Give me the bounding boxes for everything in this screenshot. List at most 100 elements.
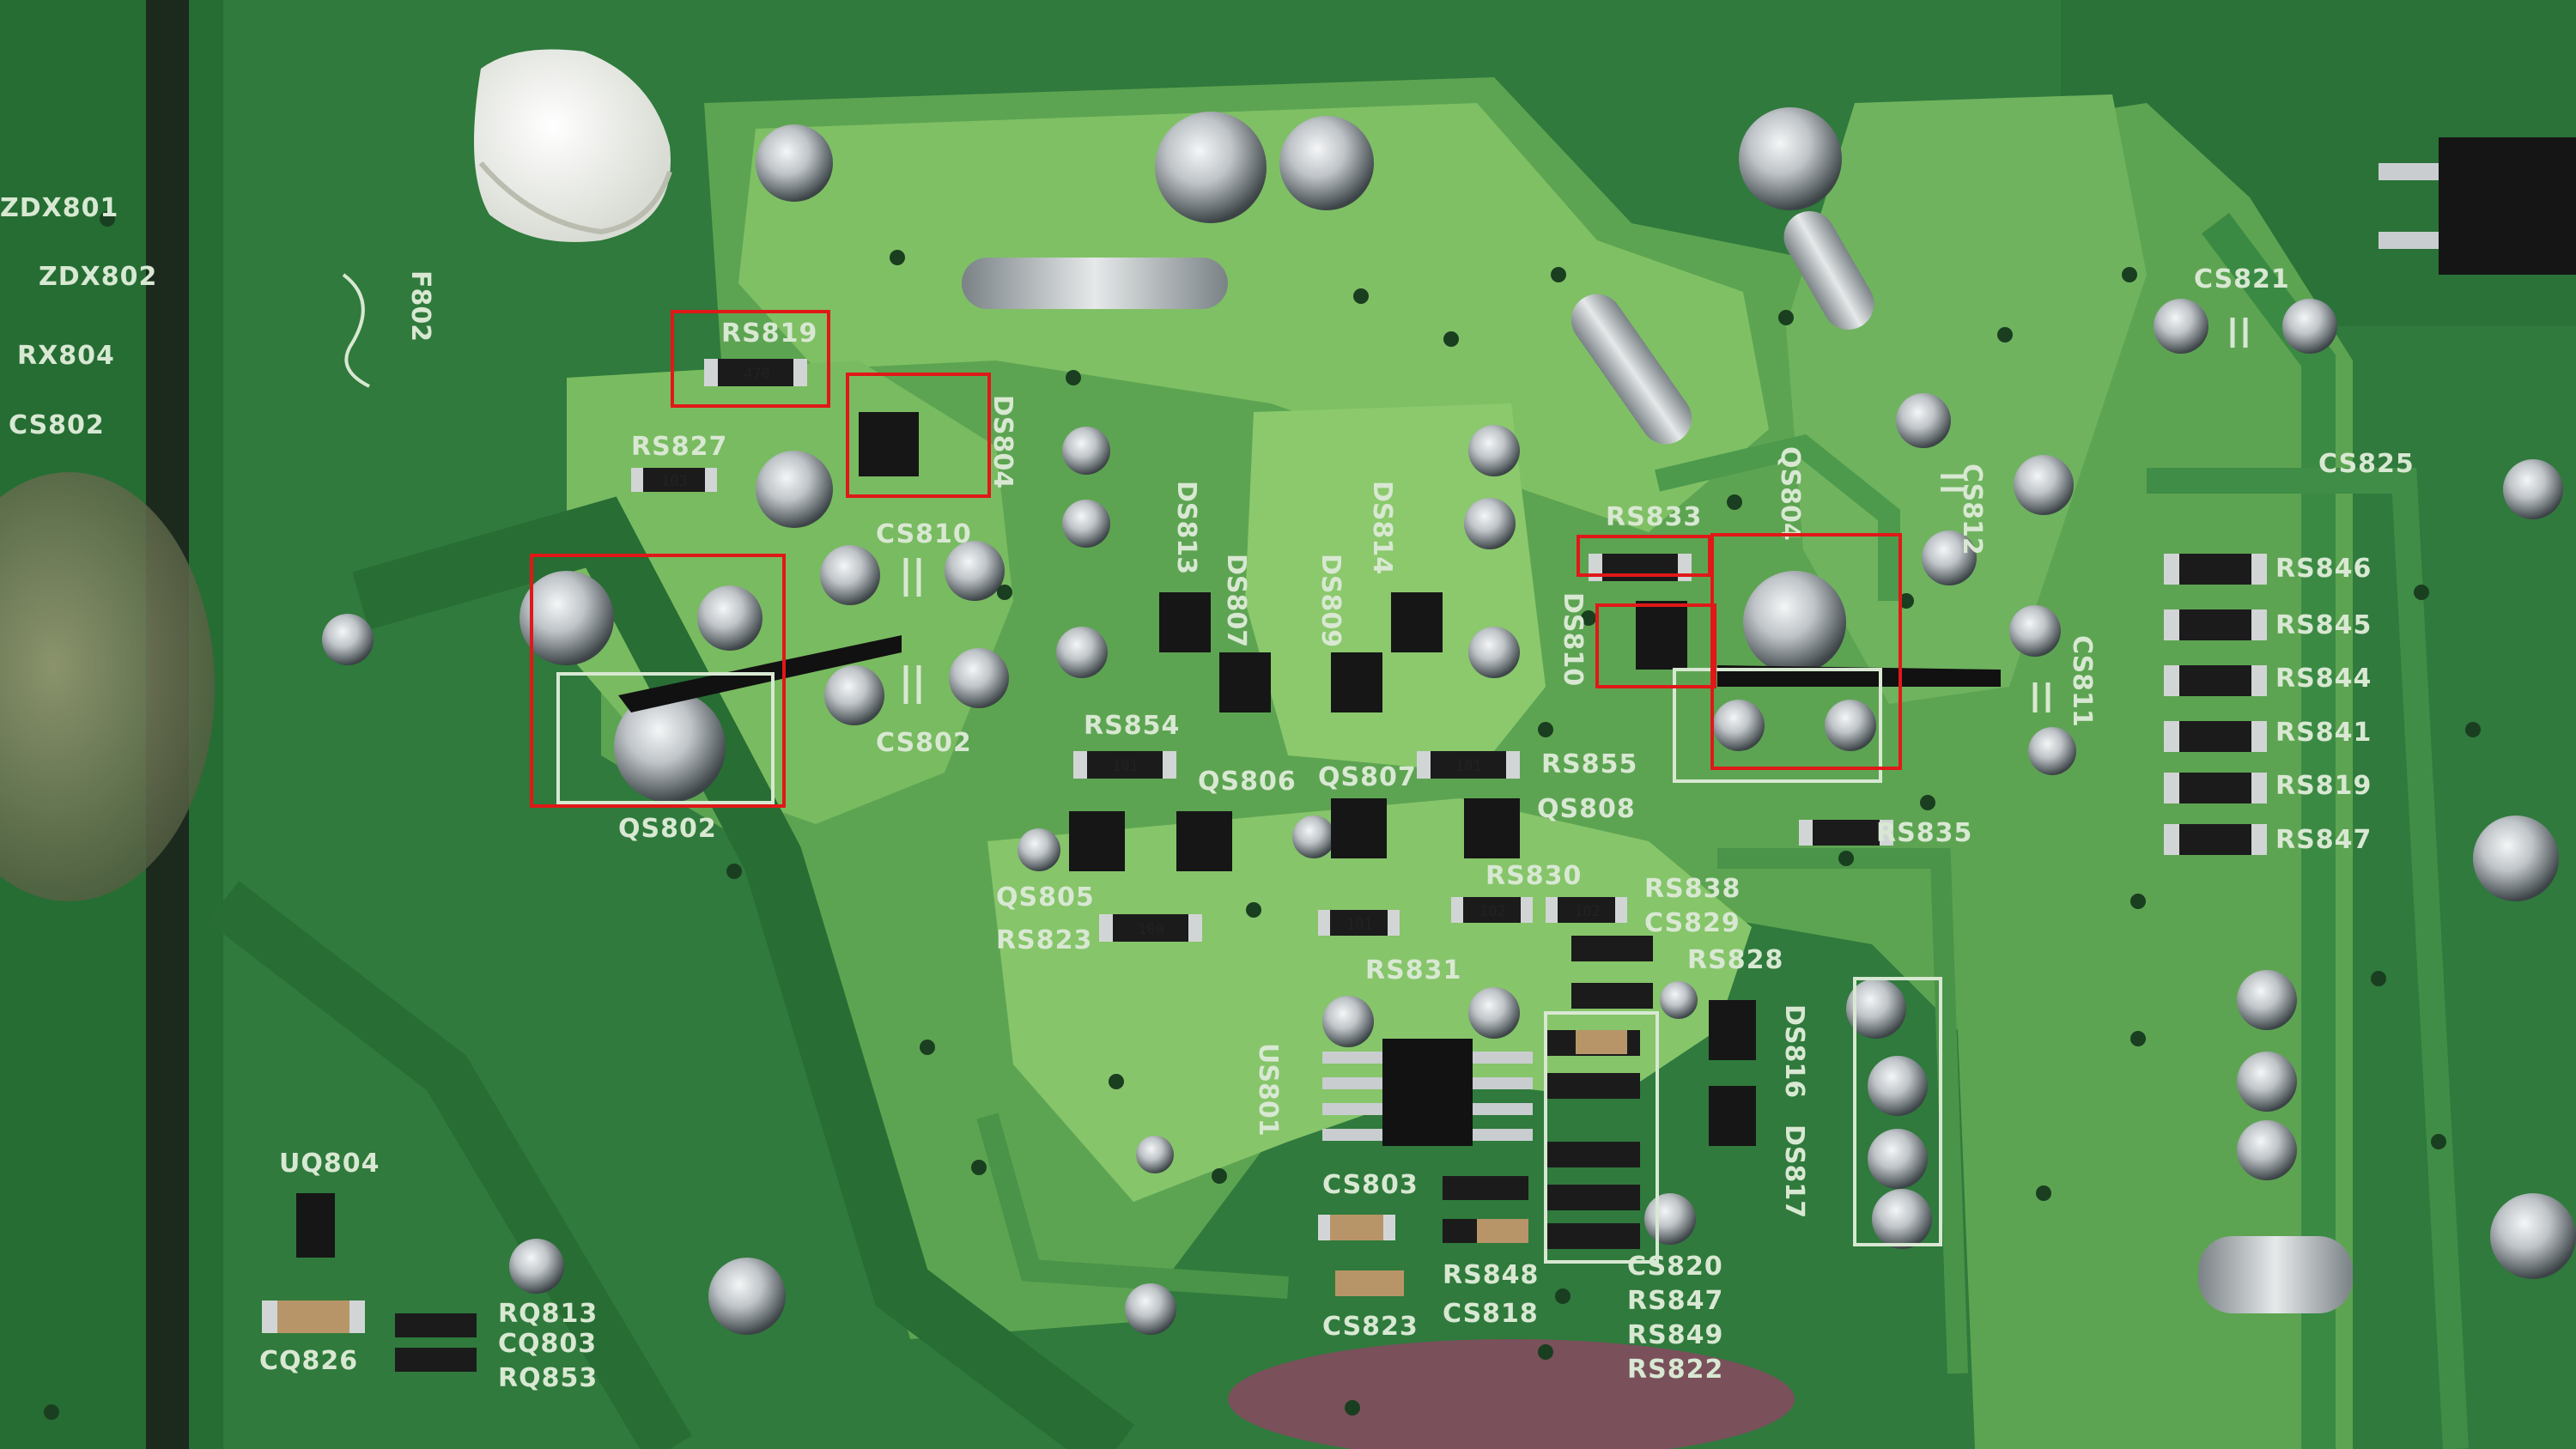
label-rs823: RS823 [996, 925, 1092, 955]
label-rs854: RS854 [1084, 711, 1180, 741]
trace [2147, 468, 2469, 1449]
label-ds809: DS809 [1315, 554, 1346, 647]
label-cs811: CS811 [2067, 635, 2097, 727]
label-rs827: RS827 [631, 432, 727, 462]
ic-us801 [1322, 1039, 1533, 1146]
connector-pin [2379, 232, 2439, 249]
label-qs808: QS808 [1537, 794, 1636, 824]
label-f802: F802 [405, 270, 435, 342]
smd-resistors [395, 359, 1893, 1372]
vias [44, 211, 2481, 1420]
label-ds810: DS810 [1558, 592, 1588, 686]
solder-joints [322, 107, 2576, 1335]
label-zdx802: ZDX802 [39, 262, 157, 292]
annotation-box-qs802 [530, 554, 786, 808]
label-qs805: QS805 [996, 882, 1095, 912]
copper-pour-light [1786, 94, 2147, 704]
label-rs828: RS828 [1687, 945, 1783, 975]
annotation-box-rs819 [671, 310, 830, 408]
copper-pour-light [1245, 403, 1546, 773]
silk-outlines [342, 273, 1942, 1264]
code-r100: 100 [1138, 921, 1164, 938]
label-ds804: DS804 [987, 395, 1018, 488]
label-rs849: RS849 [1627, 1320, 1723, 1350]
connector-body [2439, 137, 2576, 275]
label-qs802: QS802 [618, 814, 717, 844]
silkscreen-labels: ZDX801 ZDX802 RX804 CS802 F802 RS819 RS8… [0, 193, 2415, 1393]
label-rs846: RS846 [2275, 554, 2372, 584]
annotation-boxes [530, 310, 1902, 808]
trace [207, 881, 692, 1449]
trace [976, 1113, 1289, 1299]
label-rs831: RS831 [1365, 955, 1461, 985]
label-qs806: QS806 [1198, 767, 1297, 797]
label-cq826: CQ826 [259, 1346, 358, 1376]
label-us801: US801 [1253, 1043, 1283, 1137]
label-cs802-left: CS802 [9, 410, 105, 440]
label-qs804: QS804 [1775, 446, 1805, 541]
label-rs844: RS844 [2275, 664, 2372, 694]
code-r102b: 102 [1574, 903, 1601, 920]
code-r103: 103 [661, 473, 688, 490]
capacitor-symbols [903, 318, 2248, 712]
sot-packages [296, 412, 1756, 1258]
label-ds813: DS813 [1171, 481, 1201, 574]
label-rq853: RQ853 [498, 1363, 598, 1393]
label-rs841: RS841 [2275, 718, 2372, 748]
label-rs855: RS855 [1541, 749, 1637, 779]
label-cs803: CS803 [1322, 1170, 1419, 1200]
label-ds807: DS807 [1221, 554, 1251, 647]
label-cs810: CS810 [876, 519, 972, 549]
label-rs845: RS845 [2275, 610, 2372, 640]
label-rs835: RS835 [1876, 818, 1972, 848]
solder-pad [1571, 294, 1692, 445]
label-cs818: CS818 [1443, 1299, 1539, 1329]
label-ds816: DS816 [1779, 1004, 1809, 1098]
smd-codes: 470 103 101 101 100 101 102 102 [661, 366, 1601, 938]
label-rs822: RS822 [1627, 1355, 1723, 1385]
label-rs833: RS833 [1606, 502, 1702, 532]
annotation-box-qs804 [1710, 533, 1902, 770]
label-rq813: RQ813 [498, 1299, 598, 1329]
label-rx804: RX804 [17, 341, 115, 371]
label-rs830: RS830 [1485, 861, 1582, 891]
label-rs847: RS847 [2275, 825, 2372, 855]
trace [1655, 433, 1900, 601]
glue-blob [0, 472, 215, 901]
label-cs812: CS812 [1957, 464, 1987, 555]
resistor-column [2164, 554, 2267, 855]
label-ds817: DS817 [1779, 1125, 1809, 1218]
label-rs819: RS819 [721, 318, 817, 349]
label-uq804: UQ804 [279, 1149, 380, 1179]
label-qs807: QS807 [1318, 762, 1417, 792]
solder-pad [1783, 211, 1874, 330]
trace [1717, 848, 1968, 1374]
trace [2202, 213, 2336, 1449]
code-r470: 470 [744, 366, 770, 383]
label-zdx801: ZDX801 [0, 193, 118, 223]
label-cs802: CS802 [876, 728, 972, 758]
label-rs838: RS838 [1644, 874, 1741, 904]
label-cs821: CS821 [2194, 264, 2290, 294]
code-r102a: 102 [1479, 903, 1506, 920]
label-cs829: CS829 [1644, 908, 1741, 938]
smd-capacitors [262, 1030, 1627, 1333]
label-cq803: CQ803 [498, 1329, 597, 1359]
standoff [474, 49, 672, 242]
trace [352, 496, 1135, 1449]
label-rs848: RS848 [1443, 1260, 1539, 1290]
label-ds814: DS814 [1367, 481, 1397, 574]
annotation-box-ds804 [846, 373, 991, 498]
label-cs823: CS823 [1322, 1312, 1419, 1342]
solder-pad [2198, 1236, 2353, 1313]
stain [1228, 1339, 1795, 1449]
code-r101a: 101 [1112, 758, 1139, 775]
annotation-box-ds810 [1595, 603, 1716, 688]
connector-pin [2379, 163, 2439, 180]
label-rs819b: RS819 [2275, 771, 2372, 801]
solder-pad [962, 258, 1228, 309]
label-cs825: CS825 [2318, 449, 2415, 479]
annotation-box-rs833 [1577, 535, 1711, 577]
